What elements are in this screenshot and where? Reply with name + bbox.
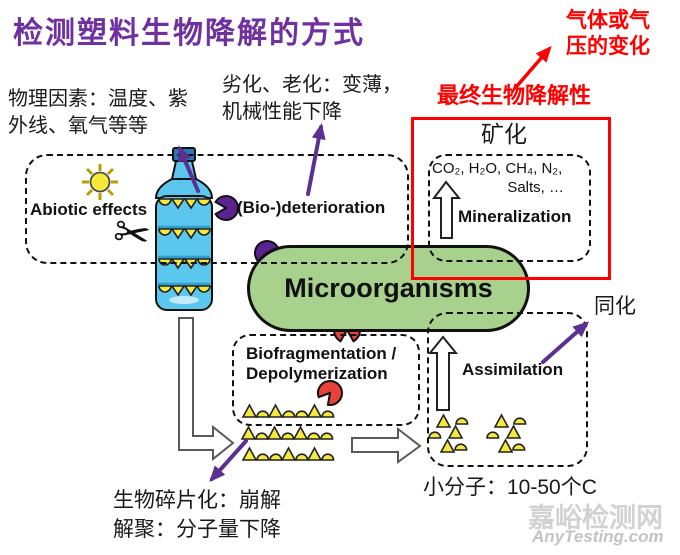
box-assimilation <box>427 312 588 467</box>
pacman-red-inner-icon <box>317 380 343 406</box>
sun-icon <box>82 164 118 200</box>
ultimate-biodegradability-highlight-box <box>411 117 611 280</box>
abiotic-effects-label: Abiotic effects <box>30 200 148 219</box>
label-assimilation-cn: 同化 <box>594 295 636 318</box>
page-title: 检测塑料生物降解的方式 <box>13 17 365 50</box>
right-arrow <box>351 426 422 464</box>
label-mineralization-cn: 矿化 <box>481 121 527 147</box>
assimilation-label: Assimilation <box>462 360 564 379</box>
box-biofragmentation <box>232 334 420 426</box>
watermark-site: AnyTesting.com <box>532 527 664 546</box>
elbow-arrow <box>178 317 235 462</box>
mineralization-up-arrow <box>432 180 462 239</box>
biofragmentation-label: Biofragmentation /Depolymerization <box>246 344 397 383</box>
label-small-molecules: 小分子：10-50个C <box>423 476 597 499</box>
box-mineralization <box>428 154 591 262</box>
assimilation-up-arrow <box>427 335 459 411</box>
arrow-to-gas-pressure <box>515 45 552 88</box>
callout-ultimate-biodegradability: 最终生物降解性 <box>437 83 592 108</box>
callout-fragmentation: 生物碎片化：崩解解聚：分子量下降 <box>113 489 281 541</box>
arrow-to-physical-factors <box>178 145 200 193</box>
mineralization-label: Mineralization <box>458 207 572 226</box>
callout-physical-factors: 物理因素：温度、紫外线、氧气等等 <box>8 88 188 137</box>
biodeterioration-label: (Bio-)deterioration <box>237 198 386 217</box>
callout-gas-pressure: 气体或气压的变化 <box>566 9 650 58</box>
arrow-to-deterioration-note <box>306 123 326 196</box>
arrow-to-assimilation-cn <box>541 321 589 364</box>
mineralization-products: CO₂, H₂O, CH₄, N₂, Salts, … <box>432 160 564 196</box>
box-abiotic-deterioration <box>25 154 409 264</box>
watermark: 嘉峪检测网 <box>528 503 663 533</box>
arrow-to-fragmentation-note <box>209 439 248 482</box>
scissors-icon: ✂ <box>110 207 155 262</box>
callout-deterioration: 劣化、老化：变薄，机械性能下降 <box>222 74 402 123</box>
